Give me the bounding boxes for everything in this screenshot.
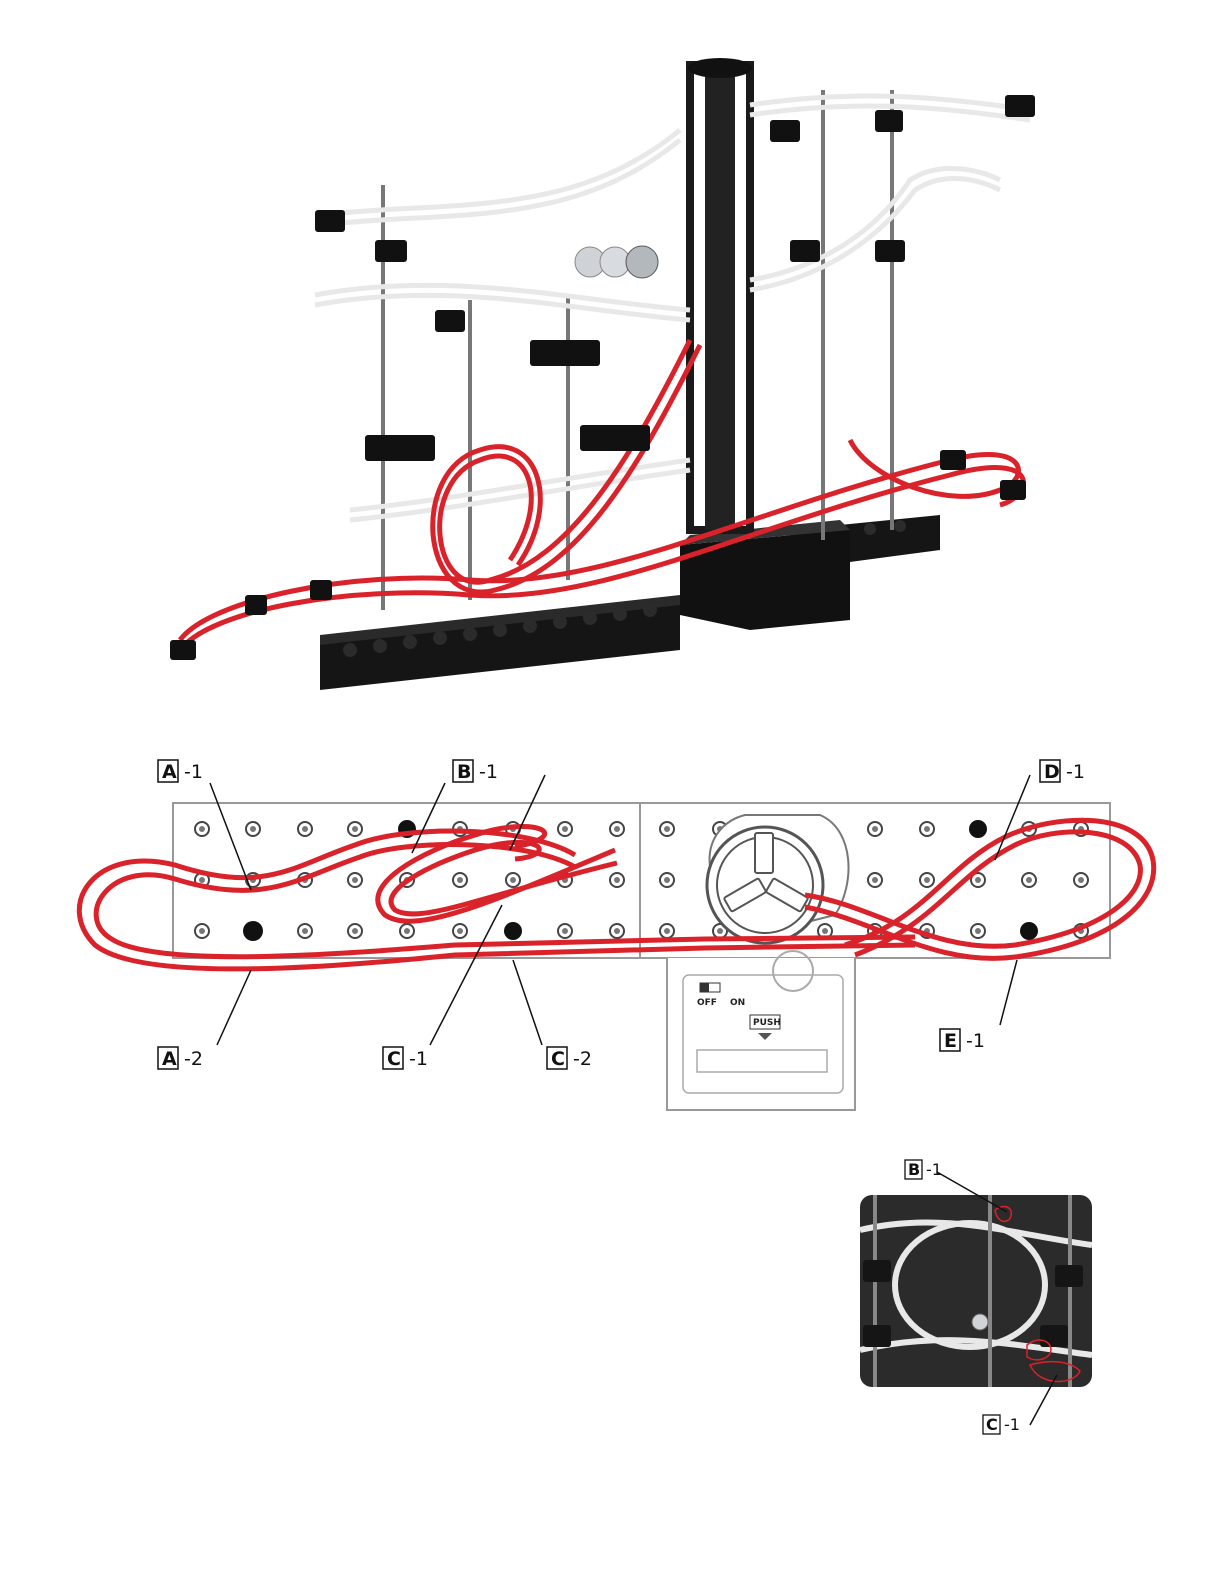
svg-text:A: A — [162, 1048, 177, 1070]
peg-hole-center — [614, 826, 620, 832]
svg-text:-2: -2 — [573, 1048, 592, 1070]
peg-hole-center — [614, 928, 620, 934]
svg-text:-1: -1 — [409, 1048, 428, 1070]
peg-hole-center — [352, 928, 358, 934]
diagram-label-d-1: D -1 — [1040, 760, 1085, 783]
diagram-label-b-1: B -1 — [453, 760, 498, 783]
diagram-label-c-1: C -1 — [383, 1047, 428, 1070]
diagram-label-c-2: C -2 — [547, 1047, 592, 1070]
track-clamps — [170, 95, 1035, 660]
svg-text:C: C — [387, 1048, 401, 1070]
svg-text:C: C — [986, 1415, 998, 1434]
switch-off-text: OFF — [697, 998, 717, 1008]
peg-hole-center — [199, 928, 205, 934]
peg-hole-center — [614, 877, 620, 883]
peg-hole-center — [664, 826, 670, 832]
svg-text:-2: -2 — [184, 1048, 203, 1070]
peg-hole-center — [975, 928, 981, 934]
peg-hole-center — [250, 826, 256, 832]
peg-hole-center — [562, 928, 568, 934]
peg-hole-center — [1026, 877, 1032, 883]
peg-hole-center — [664, 877, 670, 883]
lift-tower — [688, 58, 752, 530]
svg-text:-1: -1 — [926, 1160, 942, 1179]
peg-hole-center — [199, 826, 205, 832]
peg-hole-center — [457, 877, 463, 883]
peg-hole-center — [302, 928, 308, 934]
motor-housing: OFF ON PUSH — [667, 958, 855, 1110]
peg-hole-center — [822, 928, 828, 934]
peg-hole-center — [352, 877, 358, 883]
peg-hole-center — [664, 928, 670, 934]
peg-hole-center — [1078, 877, 1084, 883]
peg-hole-center — [924, 826, 930, 832]
peg-hole-center — [199, 877, 205, 883]
svg-text:-1: -1 — [184, 761, 203, 783]
peg-hole-center — [302, 826, 308, 832]
inset-label-c-1: C -1 — [983, 1415, 1020, 1434]
base-layout-diagram: OFF ON PUSH — [55, 755, 1170, 1125]
peg-hole-center — [352, 826, 358, 832]
overview-photo — [150, 40, 1050, 700]
svg-text:B: B — [457, 761, 471, 783]
peg-hole-center — [457, 928, 463, 934]
peg-hole-center — [924, 877, 930, 883]
inset-detail-photo: B -1 C -1 — [855, 1150, 1105, 1440]
peg-hole-center — [404, 928, 410, 934]
peg-hole-center — [975, 877, 981, 883]
inset-ball — [972, 1314, 988, 1330]
svg-text:D: D — [1044, 761, 1060, 783]
svg-text:-1: -1 — [1066, 761, 1085, 783]
diagram-label-e-1: E -1 — [940, 1029, 985, 1052]
svg-text:C: C — [551, 1048, 565, 1070]
svg-text:B: B — [908, 1160, 920, 1179]
peg-hole-center — [510, 877, 516, 883]
peg-hole-center — [717, 928, 723, 934]
switch-on-text: ON — [730, 998, 745, 1008]
svg-text:-1: -1 — [966, 1030, 985, 1052]
svg-text:A: A — [162, 761, 177, 783]
diagram-label-a-1: A -1 — [158, 760, 203, 783]
inset-label-b-1: B -1 — [905, 1160, 942, 1179]
steel-balls — [575, 246, 658, 278]
peg-hole-center — [872, 826, 878, 832]
peg-hole-center — [872, 877, 878, 883]
svg-text:-1: -1 — [479, 761, 498, 783]
push-text: PUSH — [753, 1018, 781, 1028]
peg-hole-center — [562, 826, 568, 832]
svg-text:-1: -1 — [1004, 1415, 1020, 1434]
diagram-label-a-2: A -2 — [158, 1047, 203, 1070]
svg-text:E: E — [944, 1030, 957, 1052]
red-tracks — [180, 340, 1023, 650]
